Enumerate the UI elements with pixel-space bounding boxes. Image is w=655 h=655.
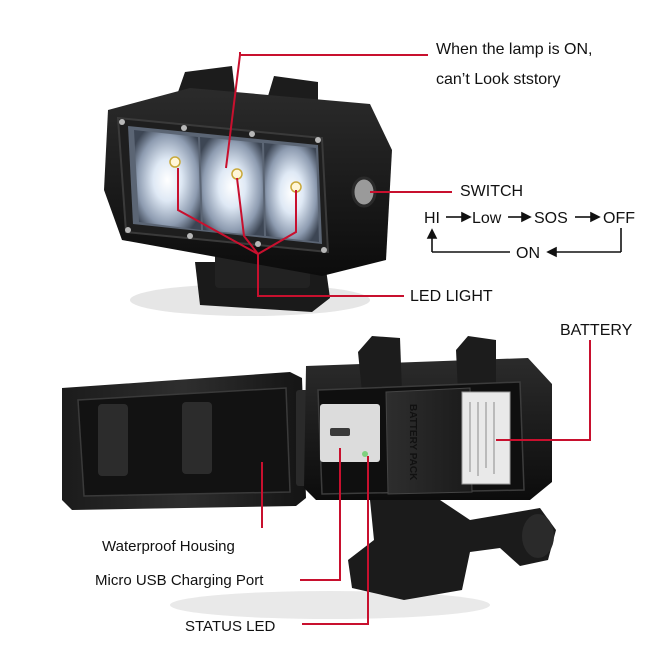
battery-pack <box>385 387 473 495</box>
status-led-dot <box>362 451 368 457</box>
arrow-right-icon <box>461 211 472 223</box>
mode-hi: HI <box>424 210 440 227</box>
mode-low: Low <box>472 210 502 227</box>
arrow-right-icon <box>521 211 532 223</box>
housing-shadow <box>170 591 490 619</box>
led-light-unit <box>104 66 392 316</box>
lamp-warning-line1: When the lamp is ON, <box>436 41 593 58</box>
mount-thumbscrew <box>522 514 554 558</box>
housing-clip-right <box>456 336 496 392</box>
led-reflector-3 <box>264 143 319 242</box>
mode-sos: SOS <box>534 210 568 227</box>
mode-off: OFF <box>603 210 635 227</box>
frame-screws <box>119 119 327 253</box>
callout-lines <box>177 52 591 625</box>
battery-sticker-print <box>469 402 495 476</box>
lid-pad-right <box>182 402 212 474</box>
switch-label: SWITCH <box>460 183 523 200</box>
arrow-right-icon <box>590 211 601 223</box>
led-chip-1 <box>169 156 181 168</box>
callout-status-line <box>302 456 369 625</box>
battery-pack-label: BATTERY PACK <box>407 404 418 481</box>
arrow-up-icon <box>426 228 438 239</box>
led-chip-2 <box>231 168 243 180</box>
arrow-left-icon <box>546 246 557 258</box>
mode-on: ON <box>516 245 540 262</box>
housing-clip-left <box>358 336 402 392</box>
mode-cycle: HI Low SOS OFF ON <box>424 210 635 262</box>
led-reflector-1 <box>134 130 201 230</box>
callout-led-line-3 <box>257 190 297 255</box>
callout-usb-line <box>300 448 341 581</box>
micro-usb-label: Micro USB Charging Port <box>95 572 264 589</box>
callout-lamp-line <box>239 52 428 56</box>
led-reflector-2 <box>200 137 264 236</box>
lid-pad-left <box>98 404 128 476</box>
status-led-label: STATUS LED <box>185 618 275 635</box>
callout-led-line-2 <box>236 177 259 255</box>
battery-label: BATTERY <box>560 322 633 339</box>
mode-arrows <box>426 211 622 258</box>
callout-battery-line <box>496 340 591 441</box>
micro-usb-port <box>330 428 350 436</box>
tripod-mount <box>348 500 556 600</box>
callout-lamp-pointer <box>225 54 241 169</box>
open-housing-unit: BATTERY PACK <box>62 336 556 619</box>
lamp-warning-line2: can’t Look ststory <box>436 71 561 88</box>
led-light-label: LED LIGHT <box>410 288 493 305</box>
waterproof-housing-label: Waterproof Housing <box>102 538 235 555</box>
